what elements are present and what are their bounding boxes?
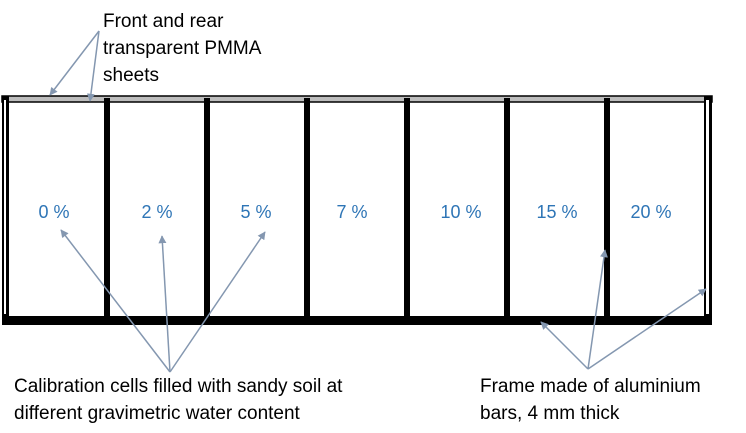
sheets-annotation-line-2: transparent PMMA xyxy=(103,38,262,59)
frame-arrow-bottom xyxy=(540,321,589,370)
sheets-annotation: Front and rear transparent PMMA sheets xyxy=(103,8,261,89)
cells-annotation-line-2: different gravimetric water content xyxy=(14,403,300,424)
cell-dividers xyxy=(104,98,610,320)
cells-arrow-2 xyxy=(158,235,171,373)
divider-5 xyxy=(504,98,510,320)
cells-annotation: Calibration cells filled with sandy soil… xyxy=(14,373,342,427)
cell-label-1: 2 % xyxy=(141,202,172,222)
frame-arrows xyxy=(540,249,707,370)
sheets-arrow-rear xyxy=(86,30,100,102)
cell-label-4: 10 % xyxy=(440,202,481,222)
cells-arrow-0 xyxy=(60,229,171,373)
cells-arrow-5 xyxy=(169,231,266,373)
frame-right-highlight xyxy=(706,100,709,314)
sheets-annotation-line-1: Front and rear xyxy=(103,11,224,32)
divider-4 xyxy=(404,98,410,320)
frame-left-highlight xyxy=(4,100,6,314)
frame-arrow-right xyxy=(587,288,707,370)
cells-annotation-line-1: Calibration cells filled with sandy soil… xyxy=(14,376,343,397)
sheets-annotation-line-3: sheets xyxy=(103,65,159,86)
sheets-arrow-front xyxy=(49,30,100,96)
frame-annotation-line-1: Frame made of aluminium xyxy=(480,376,701,397)
cell-labels: 0 % 2 % 5 % 7 % 10 % 15 % 20 % xyxy=(38,202,671,222)
frame-annotation: Frame made of aluminium bars, 4 mm thick xyxy=(480,373,701,427)
cell-label-5: 15 % xyxy=(536,202,577,222)
frame-annotation-line-2: bars, 4 mm thick xyxy=(480,403,620,424)
divider-1 xyxy=(104,98,110,320)
cells-arrows xyxy=(60,229,266,373)
cell-label-6: 20 % xyxy=(630,202,671,222)
divider-6 xyxy=(604,98,610,320)
frame-arrow-divider xyxy=(587,249,608,370)
divider-3 xyxy=(304,98,310,320)
divider-2 xyxy=(204,98,210,320)
cell-label-2: 5 % xyxy=(240,202,271,222)
sheets-arrows xyxy=(49,30,100,102)
frame-bottom-bar xyxy=(2,316,712,325)
cell-label-3: 7 % xyxy=(336,202,367,222)
cell-label-0: 0 % xyxy=(38,202,69,222)
